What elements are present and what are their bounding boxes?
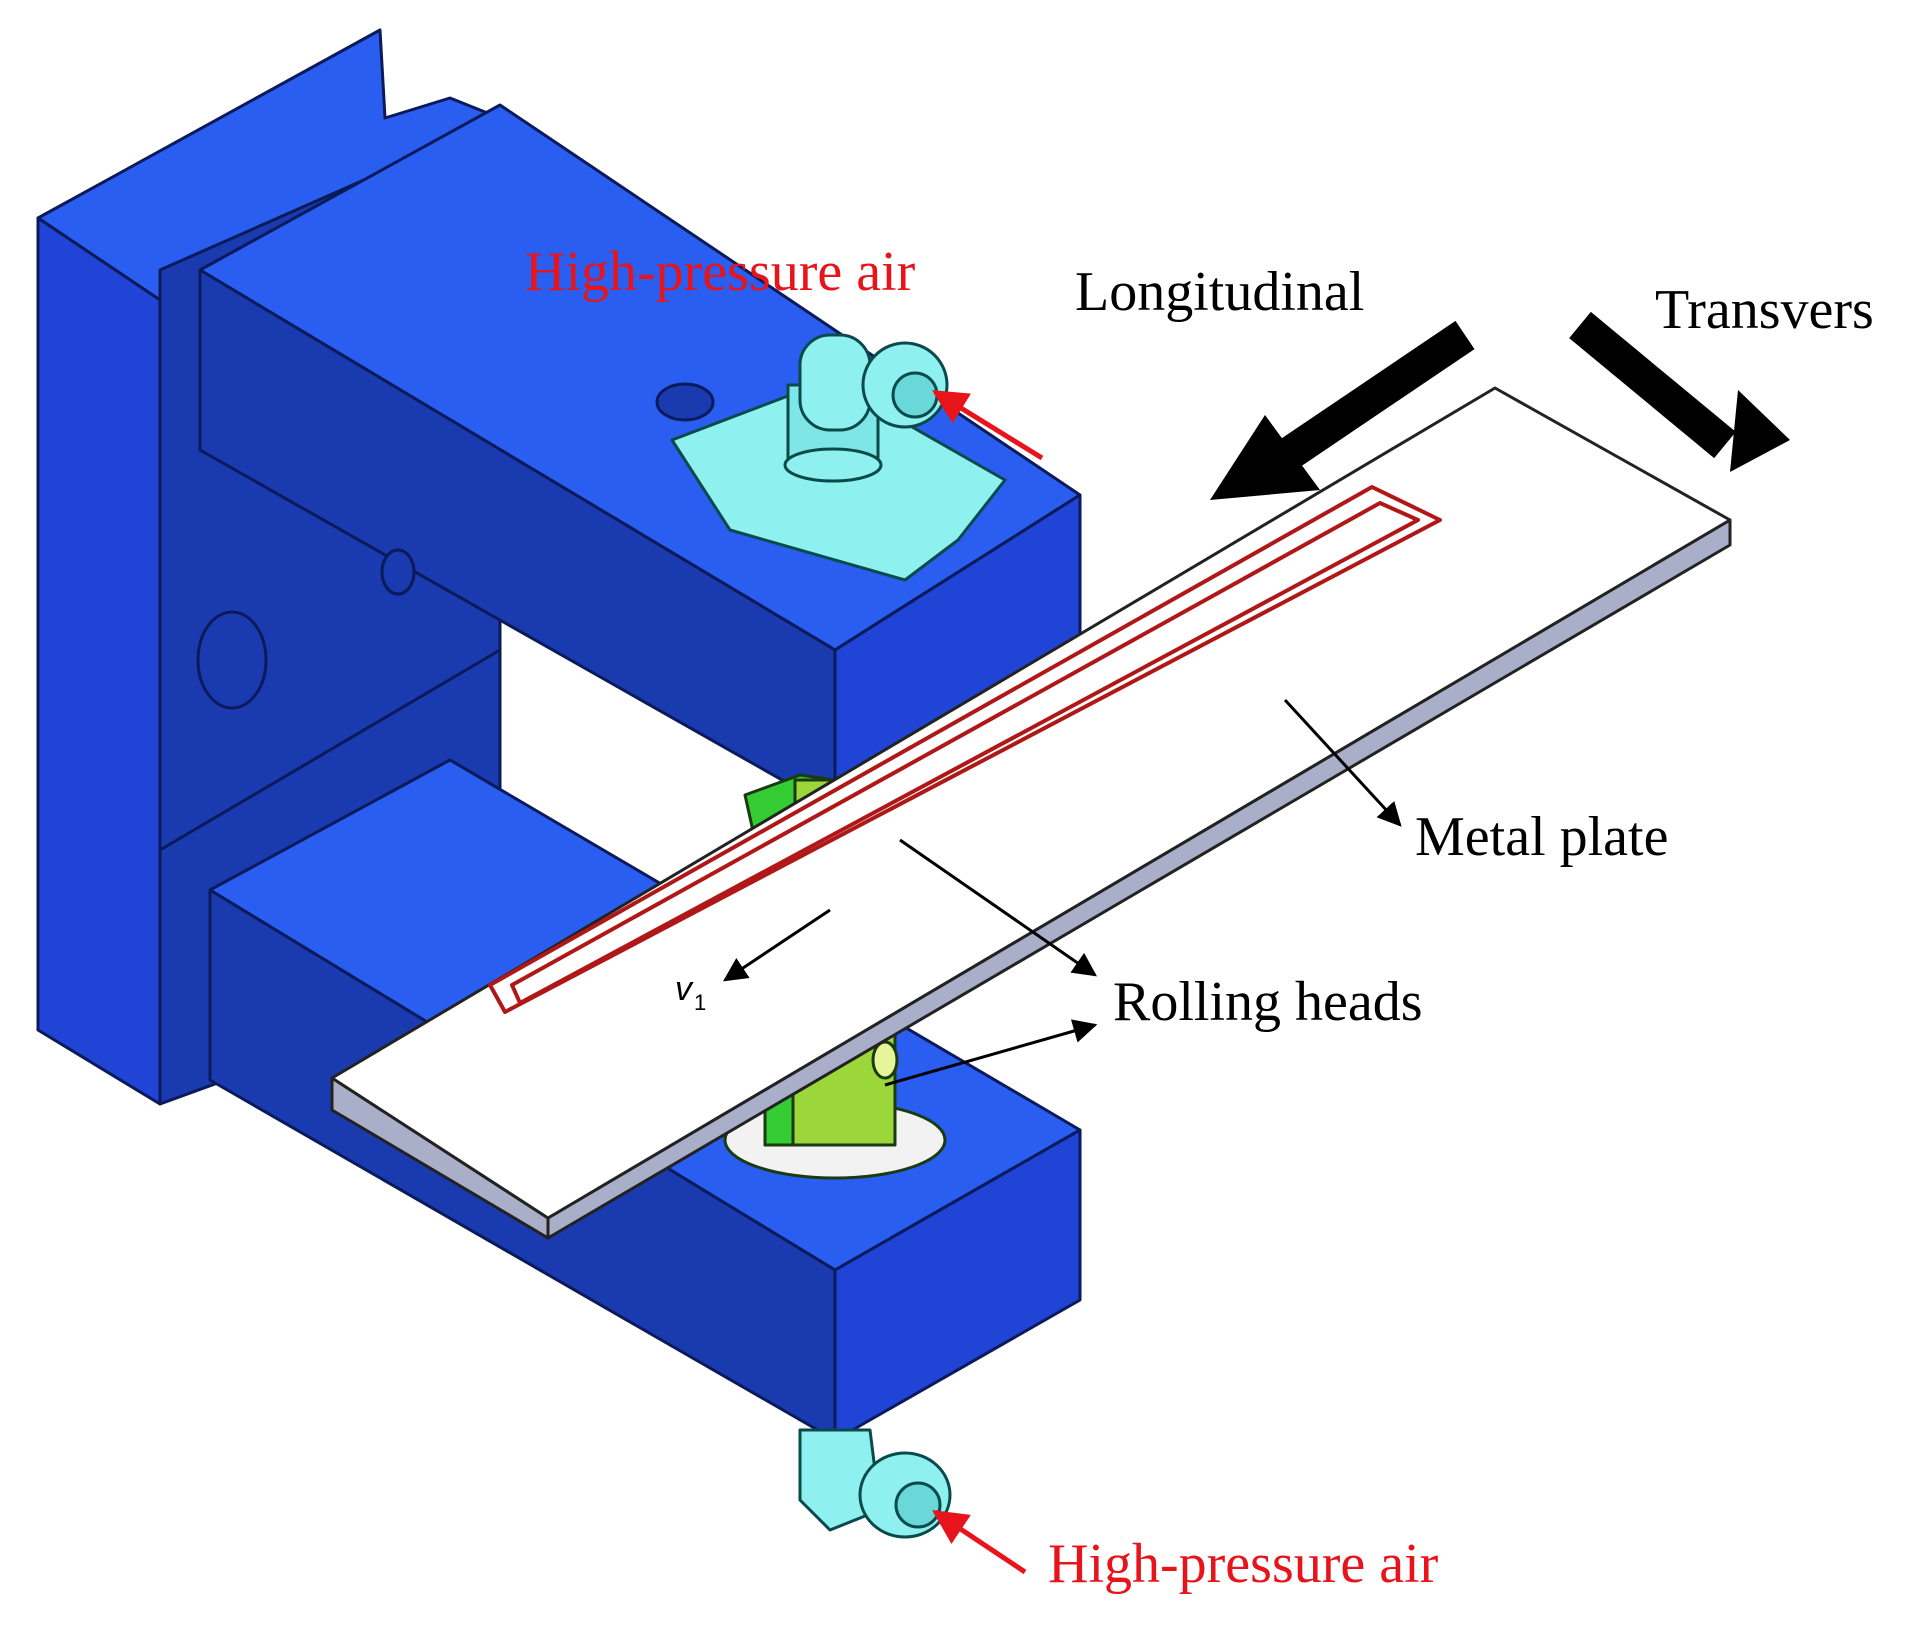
top-fitting-bore — [891, 371, 939, 419]
metal-plate-top — [330, 386, 1732, 1220]
mounting-hole-small — [380, 548, 416, 596]
lower-arm-front — [833, 1128, 1082, 1442]
metal-plate-label: Metal plate — [1415, 806, 1668, 868]
transverse-label: Transvers — [1655, 279, 1874, 341]
bottom-air-fitting — [798, 1428, 952, 1539]
velocity-arrow — [723, 908, 831, 982]
metal-plate — [330, 386, 1732, 1240]
rolling-heads-leader-lower — [884, 1019, 1098, 1087]
strip-inner — [510, 501, 1420, 1005]
strip-outer — [488, 485, 1442, 1014]
longitudinal-label: Longitudinal — [1075, 261, 1364, 323]
top-air-fitting — [670, 333, 1007, 582]
longitudinal-arrow-head — [1210, 415, 1320, 500]
transverse-arrow — [1569, 311, 1790, 472]
rolling-heads-label: Rolling heads — [1113, 971, 1423, 1033]
air-top-label: High-pressure air — [525, 241, 916, 303]
top-fitting-elbow — [798, 333, 872, 432]
top-fitting-ring — [783, 447, 883, 483]
velocity-subscript: 1 — [694, 990, 706, 1015]
air-bottom-label: High-pressure air — [1048, 1533, 1439, 1595]
longitudinal-arrow — [1210, 320, 1475, 500]
frame-column-front — [36, 216, 162, 1106]
transverse-arrow-head — [1730, 390, 1790, 472]
air-top-leader — [932, 389, 1044, 461]
velocity-label: v1 — [675, 970, 706, 1015]
air-bottom-leader — [932, 1509, 1027, 1575]
velocity-symbol: v — [675, 970, 694, 1008]
mounting-hole-side — [196, 610, 268, 710]
metal-plate-leader — [1283, 698, 1402, 827]
lower-roller-pin — [871, 1040, 899, 1080]
mounting-hole-top — [655, 382, 715, 422]
bottom-fitting-bore — [894, 1481, 942, 1529]
rolling-heads-leader-upper — [899, 838, 1097, 977]
